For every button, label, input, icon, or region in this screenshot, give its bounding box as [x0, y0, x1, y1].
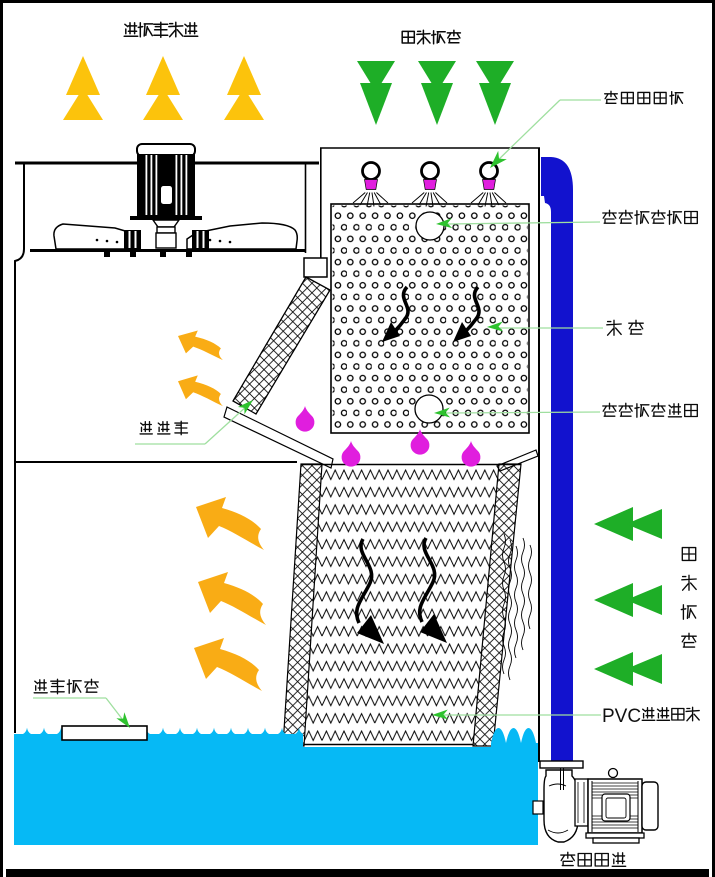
- svg-text:PVC: PVC: [602, 706, 641, 727]
